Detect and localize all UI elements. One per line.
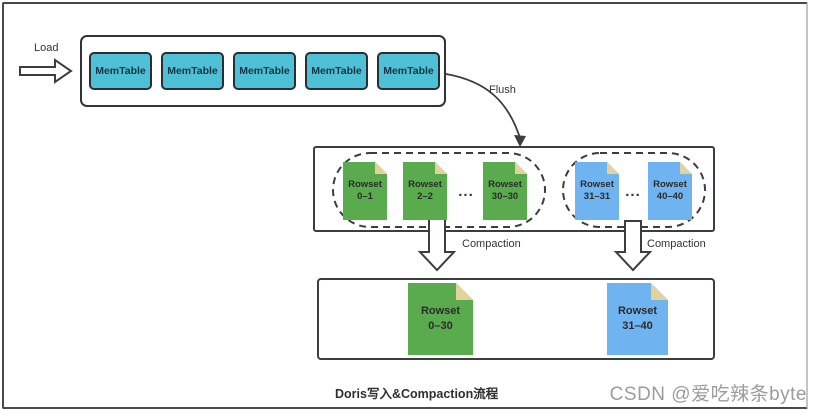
rowset-doc-range: 2–2	[417, 191, 433, 202]
rowset-doc-icon: Rowset 30–30	[483, 162, 527, 220]
compaction-label-left: Compaction	[462, 238, 521, 250]
rowset-doc-icon: Rowset 40–40	[648, 162, 692, 220]
diagram-caption: Doris写入&Compaction流程	[335, 387, 499, 401]
memtable-box: MemTable	[89, 52, 152, 90]
rowset-doc-icon: Rowset 31–31	[575, 162, 619, 220]
memtable-box: MemTable	[377, 52, 440, 90]
compaction-label-right: Compaction	[647, 238, 706, 250]
ellipsis: ...	[458, 183, 474, 200]
rowset-doc-label: Rowset	[617, 305, 658, 318]
rowset-doc-range: 31–40	[622, 320, 653, 332]
ellipsis: ...	[625, 183, 641, 200]
rowset-doc-range: 40–40	[656, 191, 684, 202]
rowset-doc-range: 30–30	[491, 191, 519, 202]
compacted-rowset-green: Rowset 0–30	[408, 283, 473, 355]
rowset-doc-label: Rowset	[348, 178, 382, 190]
memtable-container: MemTable MemTable MemTable MemTable MemT…	[80, 35, 446, 107]
memtable-box: MemTable	[161, 52, 224, 90]
rowset-doc-label: Rowset	[488, 178, 522, 190]
flush-label: Flush	[489, 84, 516, 96]
rowset-doc-label: Rowset	[653, 178, 687, 190]
load-label: Load	[34, 42, 59, 54]
rowset-doc-range: 31–31	[583, 191, 611, 202]
memtable-box: MemTable	[233, 52, 296, 90]
rowset-doc-label: Rowset	[580, 178, 614, 190]
rowset-doc-label: Rowset	[420, 305, 461, 318]
rowset-doc-range: 0–1	[357, 191, 373, 202]
csdn-watermark: CSDN @爱吃辣条byte	[609, 384, 807, 405]
memtable-box: MemTable	[305, 52, 368, 90]
rowset-doc-icon: Rowset 0–1	[343, 162, 387, 220]
rowset-doc-range: 0–30	[428, 320, 453, 332]
rowset-doc-label: Rowset	[408, 178, 442, 190]
rowset-doc-icon: Rowset 2–2	[403, 162, 447, 220]
compacted-rowset-blue: Rowset 31–40	[607, 283, 668, 355]
